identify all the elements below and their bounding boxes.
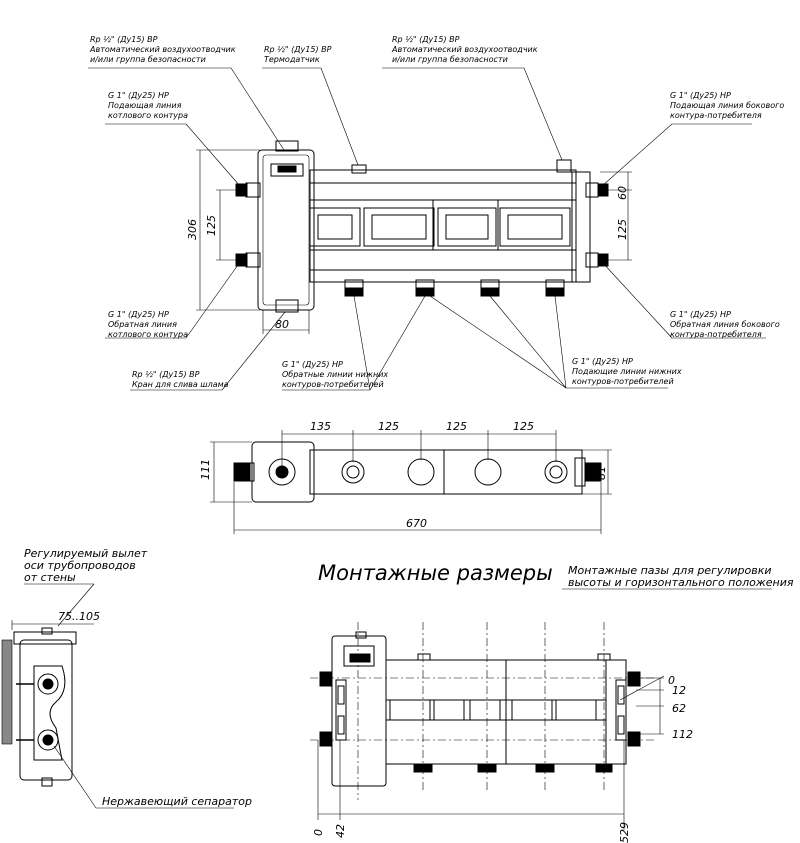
callout-thermometer-2: Термодатчик xyxy=(264,55,320,64)
callout-lower-supply-2: Подающие линии нижних xyxy=(572,367,682,376)
callout-air-vent-left-2: Автоматический воздухоотводчик xyxy=(89,45,236,54)
dim-306: 306 xyxy=(186,219,199,240)
callout-side-supply-3: контура-потребителя xyxy=(670,111,762,120)
callout-air-vent-right-2: Автоматический воздухоотводчик xyxy=(391,45,538,54)
callout-lower-supply-1: G 1" (Ду25) НР xyxy=(572,357,633,366)
dim-80: 80 xyxy=(275,318,289,331)
callout-lower-return-1: G 1" (Ду25) НР xyxy=(282,360,343,369)
dim-60: 60 xyxy=(616,186,629,200)
dim-v12: 12 xyxy=(672,684,686,697)
dim-670: 670 xyxy=(406,517,427,530)
callout-drain-2: Кран для слива шлама xyxy=(132,380,229,389)
dim-v62: 62 xyxy=(672,702,686,715)
dim-135: 135 xyxy=(310,420,331,433)
callout-side-supply-1: G 1" (Ду25) НР xyxy=(670,91,731,100)
callout-side-supply-2: Подающая линия бокового xyxy=(670,101,784,110)
callout-air-vent-right-3: и/или группа безопасности xyxy=(392,55,508,64)
top-view: 306 125 80 60 125 xyxy=(88,35,784,391)
dim-125-a: 125 xyxy=(378,420,399,433)
callout-boiler-supply-1: G 1" (Ду25) НР xyxy=(108,91,169,100)
slots-note-2: высоты и горизонтального положения xyxy=(568,576,794,589)
callout-air-vent-left-1: Rp ½" (Ду15) ВР xyxy=(90,35,158,44)
mounting-section: Монтажные размеры Регулируемый вылет оси… xyxy=(1,547,794,843)
dim-81: 81 xyxy=(595,466,608,480)
slots-note-1: Монтажные пазы для регулировки xyxy=(568,564,772,577)
callout-boiler-supply-3: котлового контура xyxy=(108,111,188,120)
callout-boiler-return-3: котлового контура xyxy=(108,330,188,339)
callout-air-vent-left-3: и/или группа безопасности xyxy=(90,55,206,64)
callout-boiler-supply-2: Подающая линия xyxy=(108,101,182,110)
callout-side-return-3: контура-потребителя xyxy=(670,330,762,339)
callout-side-return-2: Обратная линия бокового xyxy=(670,320,780,329)
offset-note-2: оси трубопроводов xyxy=(24,559,136,572)
dim-125-c: 125 xyxy=(513,420,534,433)
callout-lower-supply-3: контуров-потребителей xyxy=(572,377,674,386)
mounting-title: Монтажные размеры xyxy=(318,561,553,585)
callout-drain-1: Rp ½" (Ду15) ВР xyxy=(132,370,200,379)
dim-125-b: 125 xyxy=(446,420,467,433)
dim-125-left: 125 xyxy=(205,215,218,236)
dim-h529: 529 xyxy=(618,822,631,843)
plan-view: 135 125 125 125 111 81 670 xyxy=(199,420,612,534)
callout-boiler-return-2: Обратная линия xyxy=(108,320,177,329)
offset-note-1: Регулируемый вылет xyxy=(24,547,148,560)
dim-h42: 42 xyxy=(334,824,347,838)
callout-side-return-1: G 1" (Ду25) НР xyxy=(670,310,731,319)
dim-offset: 75..105 xyxy=(58,610,100,623)
callout-boiler-return-1: G 1" (Ду25) НР xyxy=(108,310,169,319)
offset-note-3: от стены xyxy=(24,571,76,584)
dim-v112: 112 xyxy=(672,728,693,741)
dim-111: 111 xyxy=(199,459,212,480)
callout-lower-return-3: контуров-потребителей xyxy=(282,380,384,389)
dim-h0: 0 xyxy=(312,829,325,836)
wall-hatch xyxy=(1,639,13,745)
callout-thermometer-1: Rp ½" (Ду15) ВР xyxy=(264,45,332,54)
callout-lower-return-2: Обратные линии нижних xyxy=(282,370,388,379)
dim-v0: 0 xyxy=(668,674,675,687)
mounting-front-view: 0 12 62 112 0 42 529 xyxy=(310,622,693,843)
dim-125-right: 125 xyxy=(616,219,629,240)
separator-label: Нержавеющий сепаратор xyxy=(102,795,252,808)
callout-air-vent-right-1: Rp ½" (Ду15) ВР xyxy=(392,35,460,44)
